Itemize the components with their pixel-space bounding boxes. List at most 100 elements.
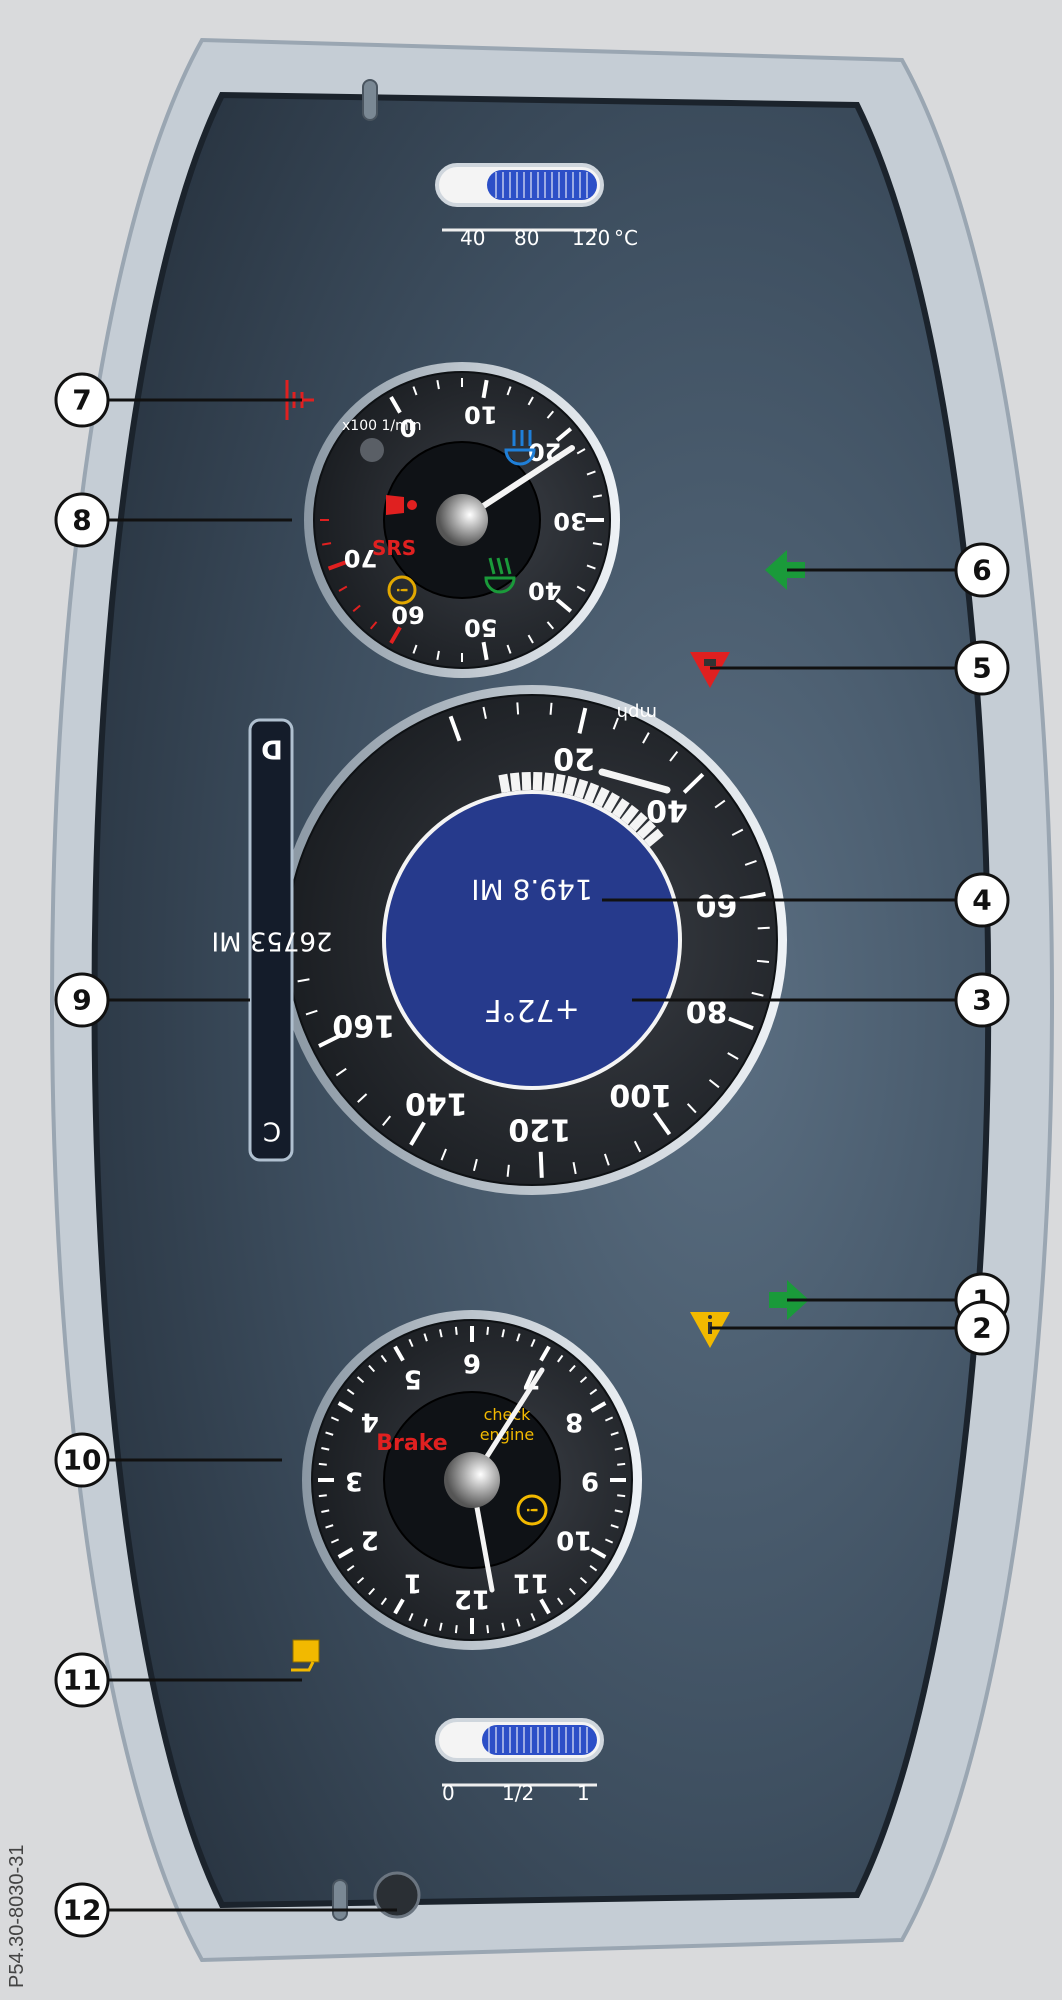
speed-tick	[538, 1151, 544, 1178]
clock-number: 1	[404, 1568, 422, 1598]
callout-number: 7	[72, 384, 91, 417]
callout-circle	[954, 872, 1010, 928]
clock-tick	[617, 1462, 626, 1466]
temp-unit: °C	[614, 226, 638, 250]
temp-label-80: 80	[514, 226, 539, 250]
clock-tick	[325, 1524, 334, 1529]
clock-tick	[330, 1416, 340, 1422]
clock-tick	[337, 1401, 354, 1413]
fuel-label-full: 1	[577, 1781, 590, 1805]
tach-tick-label: 50	[464, 613, 497, 641]
speed-tick	[572, 1161, 577, 1175]
clock-tick	[337, 1547, 354, 1559]
speed-tick	[757, 926, 770, 930]
clock-tick	[486, 1625, 490, 1634]
clock-tick	[439, 1622, 443, 1631]
tach-tick-label: 30	[553, 507, 586, 535]
tach-tick	[389, 626, 402, 644]
tach-tick	[481, 379, 489, 399]
callout-lines	[107, 398, 957, 1912]
tach-tick	[327, 560, 347, 571]
speed-tick	[682, 772, 705, 794]
speed-tick	[603, 1153, 610, 1166]
display-temperature: +72°F	[484, 992, 580, 1027]
speed-tick	[516, 702, 520, 715]
speed-tick	[506, 1164, 510, 1177]
temp-label-40: 40	[460, 226, 485, 250]
speed-tick-label: 120	[508, 1111, 571, 1146]
temp-label-120: 120	[572, 226, 610, 250]
tach-tick	[352, 604, 361, 613]
brake-warning-icon: !	[387, 575, 417, 605]
odometer-reading: 26753 MI	[211, 926, 332, 956]
left-mount-slot	[362, 79, 378, 121]
speed-arc-segment	[612, 798, 630, 819]
clock-tick	[557, 1597, 564, 1606]
center-display	[382, 790, 682, 1090]
tach-tick	[576, 585, 586, 592]
tach-unit: x100 1/min	[342, 418, 421, 434]
tach-tick	[576, 448, 586, 455]
callout-circle	[54, 372, 110, 428]
clock-tick	[590, 1547, 607, 1559]
tach-tick	[321, 542, 332, 546]
speed-tick	[357, 1093, 368, 1103]
tach-tick	[412, 386, 418, 396]
clock-tick	[530, 1612, 536, 1622]
speed-tick	[652, 1111, 672, 1136]
clock-number: 9	[581, 1466, 599, 1496]
clock-tick	[330, 1538, 340, 1544]
callout-circle	[54, 1882, 110, 1938]
reset-knob-icon[interactable]	[373, 1871, 421, 1919]
clock-tick	[325, 1431, 334, 1436]
srs-label: SRS	[372, 536, 416, 560]
clock-number: 6	[463, 1348, 481, 1378]
speed-tick	[297, 978, 310, 983]
tach-tick	[592, 542, 603, 546]
right-mount-slot	[332, 1879, 348, 1921]
speed-tick	[642, 732, 650, 744]
clock-tick	[380, 1597, 387, 1606]
clock-tick	[539, 1598, 551, 1615]
speed-tick	[440, 1148, 447, 1161]
speed-tick	[633, 1140, 642, 1153]
clock-tick	[454, 1326, 458, 1335]
clock-tick	[590, 1401, 607, 1413]
indicator-dot-icon	[360, 438, 384, 462]
clock-hub	[444, 1452, 500, 1508]
clock-tick	[539, 1345, 551, 1362]
callout-number: 2	[972, 1312, 991, 1345]
speed-tick	[751, 991, 764, 997]
clock-tick	[614, 1447, 623, 1451]
speed-tick-label: 80	[686, 993, 728, 1028]
svg-text:!: !	[523, 1507, 539, 1513]
tach-tick	[586, 470, 596, 476]
speed-tick	[744, 859, 757, 866]
speed-tick-label: 20	[553, 740, 595, 775]
tach-tick	[555, 427, 573, 442]
speed-tick	[577, 707, 588, 734]
callout-circle	[54, 1432, 110, 1488]
speed-arc-segment	[509, 772, 521, 792]
clock-tick	[321, 1509, 330, 1513]
callout-number: 5	[972, 652, 991, 685]
clock-tick	[604, 1416, 614, 1422]
clock-number: 8	[565, 1407, 583, 1437]
engine-label: engine	[480, 1425, 535, 1444]
speed-arc-segment	[563, 775, 578, 796]
speed-tick	[708, 1079, 720, 1089]
tach-hub	[436, 494, 488, 546]
tach-tick	[555, 598, 573, 613]
callout-number: 10	[63, 1444, 102, 1477]
tach-tick-label: 0	[400, 413, 417, 441]
speed-tick	[335, 1067, 347, 1077]
callout-circle	[954, 542, 1010, 598]
low-beam-icon	[484, 557, 516, 594]
clock-tick	[516, 1618, 521, 1627]
svg-text:!: !	[393, 587, 409, 593]
clock-tick	[486, 1326, 490, 1335]
tach-tick	[592, 494, 603, 498]
clock-tick	[501, 1329, 505, 1338]
callout-circle	[54, 972, 110, 1028]
